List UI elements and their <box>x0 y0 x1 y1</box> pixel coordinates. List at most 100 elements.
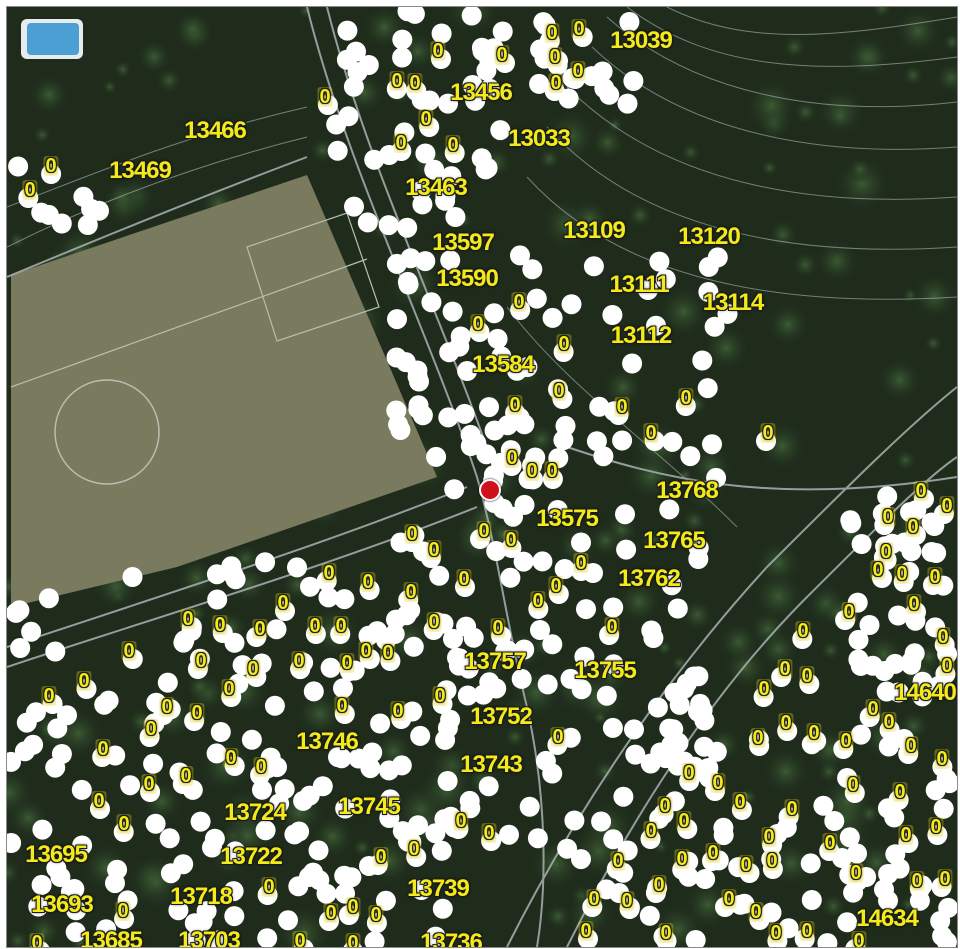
survey-point[interactable] <box>878 864 899 884</box>
survey-point[interactable] <box>874 661 895 681</box>
survey-point[interactable] <box>335 798 356 819</box>
survey-point[interactable] <box>817 933 838 947</box>
survey-point[interactable] <box>535 15 556 35</box>
survey-point[interactable] <box>232 655 253 676</box>
survey-point[interactable] <box>331 748 352 769</box>
survey-point[interactable] <box>851 534 872 554</box>
survey-point[interactable] <box>888 790 909 810</box>
survey-point[interactable] <box>457 361 478 381</box>
survey-point[interactable] <box>421 292 442 313</box>
survey-point[interactable] <box>89 200 109 221</box>
survey-point[interactable] <box>833 739 854 759</box>
survey-point[interactable] <box>341 867 362 888</box>
survey-point[interactable] <box>479 397 499 418</box>
survey-point[interactable] <box>241 729 262 750</box>
survey-point[interactable] <box>938 897 957 918</box>
survey-point[interactable] <box>407 366 428 387</box>
survey-point[interactable] <box>429 565 450 586</box>
survey-point[interactable] <box>77 215 98 235</box>
survey-point[interactable] <box>675 396 696 416</box>
survey-point[interactable] <box>794 929 815 947</box>
survey-point[interactable] <box>431 840 452 861</box>
survey-point[interactable] <box>159 828 180 849</box>
survey-point[interactable] <box>320 657 341 678</box>
survey-point[interactable] <box>878 890 898 911</box>
survey-point[interactable] <box>656 931 677 947</box>
survey-point[interactable] <box>435 729 456 750</box>
survey-point[interactable] <box>499 824 519 845</box>
survey-point[interactable] <box>702 851 722 871</box>
survey-point[interactable] <box>406 81 427 101</box>
survey-point[interactable] <box>552 389 573 409</box>
survey-point[interactable] <box>554 559 575 579</box>
survey-point[interactable] <box>275 601 295 621</box>
survey-point[interactable] <box>31 874 52 895</box>
survey-point[interactable] <box>386 400 407 421</box>
survey-point[interactable] <box>207 930 228 947</box>
survey-point[interactable] <box>444 143 465 163</box>
survey-point[interactable] <box>753 687 774 707</box>
survey-point[interactable] <box>532 551 553 572</box>
survey-point[interactable] <box>204 828 225 849</box>
survey-point[interactable] <box>284 824 305 845</box>
survey-point[interactable] <box>898 833 919 853</box>
survey-point[interactable] <box>571 679 592 700</box>
survey-point[interactable] <box>617 840 638 861</box>
survey-point[interactable] <box>387 309 407 330</box>
survey-point[interactable] <box>224 756 245 776</box>
survey-point[interactable] <box>266 619 287 640</box>
survey-point[interactable] <box>419 117 440 137</box>
survey-point[interactable] <box>859 615 880 635</box>
survey-point[interactable] <box>734 893 755 914</box>
survey-point[interactable] <box>380 789 401 810</box>
survey-point[interactable] <box>491 626 512 646</box>
survey-point[interactable] <box>440 250 461 271</box>
survey-point[interactable] <box>64 879 85 899</box>
survey-point[interactable] <box>510 245 530 266</box>
survey-point[interactable] <box>479 78 500 99</box>
survey-point[interactable] <box>412 194 433 215</box>
survey-point[interactable] <box>500 567 521 588</box>
survey-point[interactable] <box>553 430 574 451</box>
survey-point[interactable] <box>933 504 954 524</box>
survey-point[interactable] <box>717 303 738 324</box>
survey-point[interactable] <box>574 646 595 667</box>
survey-point[interactable] <box>640 829 661 849</box>
survey-point[interactable] <box>578 929 598 947</box>
survey-point[interactable] <box>749 736 770 756</box>
survey-point[interactable] <box>698 282 719 302</box>
survey-point[interactable] <box>364 931 385 948</box>
survey-point[interactable] <box>813 795 834 816</box>
survey-point[interactable] <box>185 930 206 947</box>
survey-point[interactable] <box>608 405 629 425</box>
survey-point[interactable] <box>450 326 471 347</box>
survey-point[interactable] <box>893 572 914 592</box>
survey-point[interactable] <box>442 301 463 322</box>
survey-point[interactable] <box>756 431 776 451</box>
survey-point[interactable] <box>379 808 400 828</box>
survey-point[interactable] <box>391 141 412 161</box>
survey-point[interactable] <box>469 322 490 342</box>
survey-point[interactable] <box>640 753 661 774</box>
survey-point[interactable] <box>548 448 569 469</box>
survey-point[interactable] <box>76 679 97 699</box>
survey-point[interactable] <box>481 831 502 851</box>
survey-point[interactable] <box>514 494 535 515</box>
survey-point[interactable] <box>312 776 333 797</box>
survey-point[interactable] <box>859 707 880 727</box>
survey-point[interactable] <box>357 212 378 233</box>
survey-point[interactable] <box>542 634 563 655</box>
survey-point[interactable] <box>223 881 244 902</box>
survey-point[interactable] <box>255 552 276 573</box>
survey-point[interactable] <box>537 674 558 695</box>
survey-point[interactable] <box>909 879 930 899</box>
survey-point[interactable] <box>21 621 42 642</box>
survey-point[interactable] <box>153 705 174 725</box>
survey-point[interactable] <box>457 685 478 706</box>
survey-point[interactable] <box>206 743 227 764</box>
survey-point[interactable] <box>66 900 87 921</box>
survey-point[interactable] <box>619 899 640 919</box>
survey-point[interactable] <box>762 859 783 879</box>
survey-point[interactable] <box>847 843 867 864</box>
survey-point[interactable] <box>848 629 869 650</box>
